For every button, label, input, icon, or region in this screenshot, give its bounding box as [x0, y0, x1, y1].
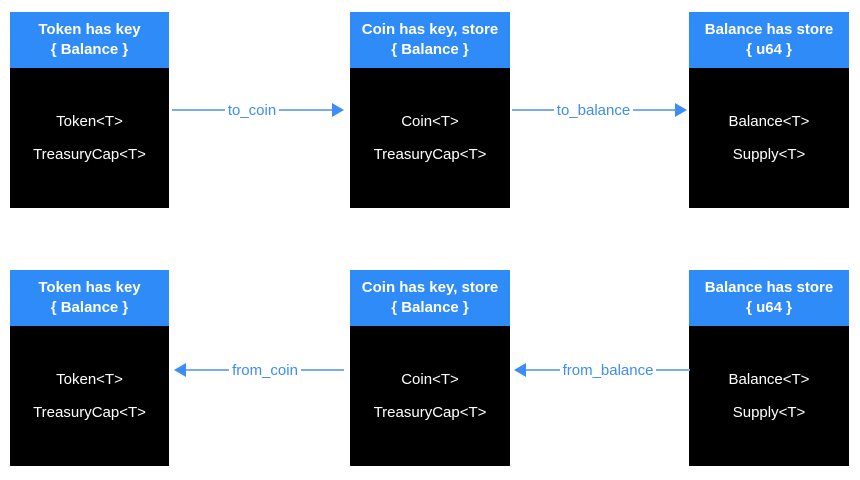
coin-struct-card: Coin has key, store { Balance } Coin<T> … [350, 12, 510, 208]
arrow-line [512, 109, 554, 111]
card-header-line2: { Balance } [50, 41, 129, 58]
from-coin-arrow: from_coin [174, 358, 345, 382]
arrow-line [526, 369, 560, 371]
struct-item: TreasuryCap<T> [373, 146, 487, 163]
from-balance-arrow: from_balance [514, 358, 691, 382]
struct-item: TreasuryCap<T> [33, 404, 146, 421]
arrow-line [172, 109, 225, 111]
arrow-line [300, 369, 345, 371]
card-header-line2: { u64 } [746, 299, 792, 316]
token-struct-card: Token has key { Balance } Token<T> Treas… [10, 12, 169, 208]
card-header-line2: { Balance } [391, 299, 469, 316]
arrow-label: from_balance [562, 361, 654, 379]
arrow-left-icon [514, 363, 526, 377]
struct-item: Supply<T> [732, 146, 806, 163]
struct-item: Supply<T> [732, 404, 806, 421]
balance-struct-card: Balance has store { u64 } Balance<T> Sup… [689, 270, 849, 466]
arrow-label: to_balance [556, 101, 631, 119]
card-body: Balance<T> Supply<T> [689, 68, 849, 208]
card-header: Balance has store { u64 } [689, 12, 849, 68]
struct-item: Balance<T> [728, 113, 810, 130]
balance-struct-card: Balance has store { u64 } Balance<T> Sup… [689, 12, 849, 208]
card-header-line1: Balance has store [704, 20, 834, 38]
struct-item: Token<T> [56, 371, 123, 388]
card-header-line2: { Balance } [50, 299, 129, 316]
token-struct-card: Token has key { Balance } Token<T> Treas… [10, 270, 169, 466]
card-header: Token has key { Balance } [10, 12, 169, 68]
card-header: Token has key { Balance } [10, 270, 169, 326]
card-body: Token<T> TreasuryCap<T> [10, 68, 169, 208]
to-coin-arrow: to_coin [172, 98, 344, 122]
arrow-right-icon [332, 103, 344, 117]
card-header: Balance has store { u64 } [689, 270, 849, 326]
card-body: Balance<T> Supply<T> [689, 326, 849, 466]
arrow-line [656, 369, 691, 371]
arrow-line [633, 109, 675, 111]
arrow-left-icon [174, 363, 186, 377]
struct-item: Coin<T> [401, 113, 459, 130]
card-header-line1: Balance has store [704, 278, 834, 296]
arrow-label: from_coin [232, 361, 298, 379]
coin-struct-card: Coin has key, store { Balance } Coin<T> … [350, 270, 510, 466]
card-header-line1: Coin has key, store [361, 20, 499, 38]
to-balance-arrow: to_balance [512, 98, 687, 122]
struct-item: Token<T> [56, 113, 123, 130]
card-header-line1: Token has key [38, 20, 141, 38]
card-body: Token<T> TreasuryCap<T> [10, 326, 169, 466]
card-body: Coin<T> TreasuryCap<T> [350, 326, 510, 466]
struct-item: Balance<T> [728, 371, 810, 388]
card-header-line1: Coin has key, store [361, 278, 499, 296]
arrow-line [186, 369, 230, 371]
card-body: Coin<T> TreasuryCap<T> [350, 68, 510, 208]
struct-item: Coin<T> [401, 371, 459, 388]
struct-item: TreasuryCap<T> [373, 404, 487, 421]
card-header: Coin has key, store { Balance } [350, 12, 510, 68]
struct-item: TreasuryCap<T> [33, 146, 146, 163]
arrow-label: to_coin [227, 101, 277, 119]
card-header-line2: { Balance } [391, 41, 469, 58]
card-header-line1: Token has key [38, 278, 141, 296]
card-header: Coin has key, store { Balance } [350, 270, 510, 326]
arrow-line [279, 109, 332, 111]
card-header-line2: { u64 } [746, 41, 792, 58]
arrow-right-icon [675, 103, 687, 117]
